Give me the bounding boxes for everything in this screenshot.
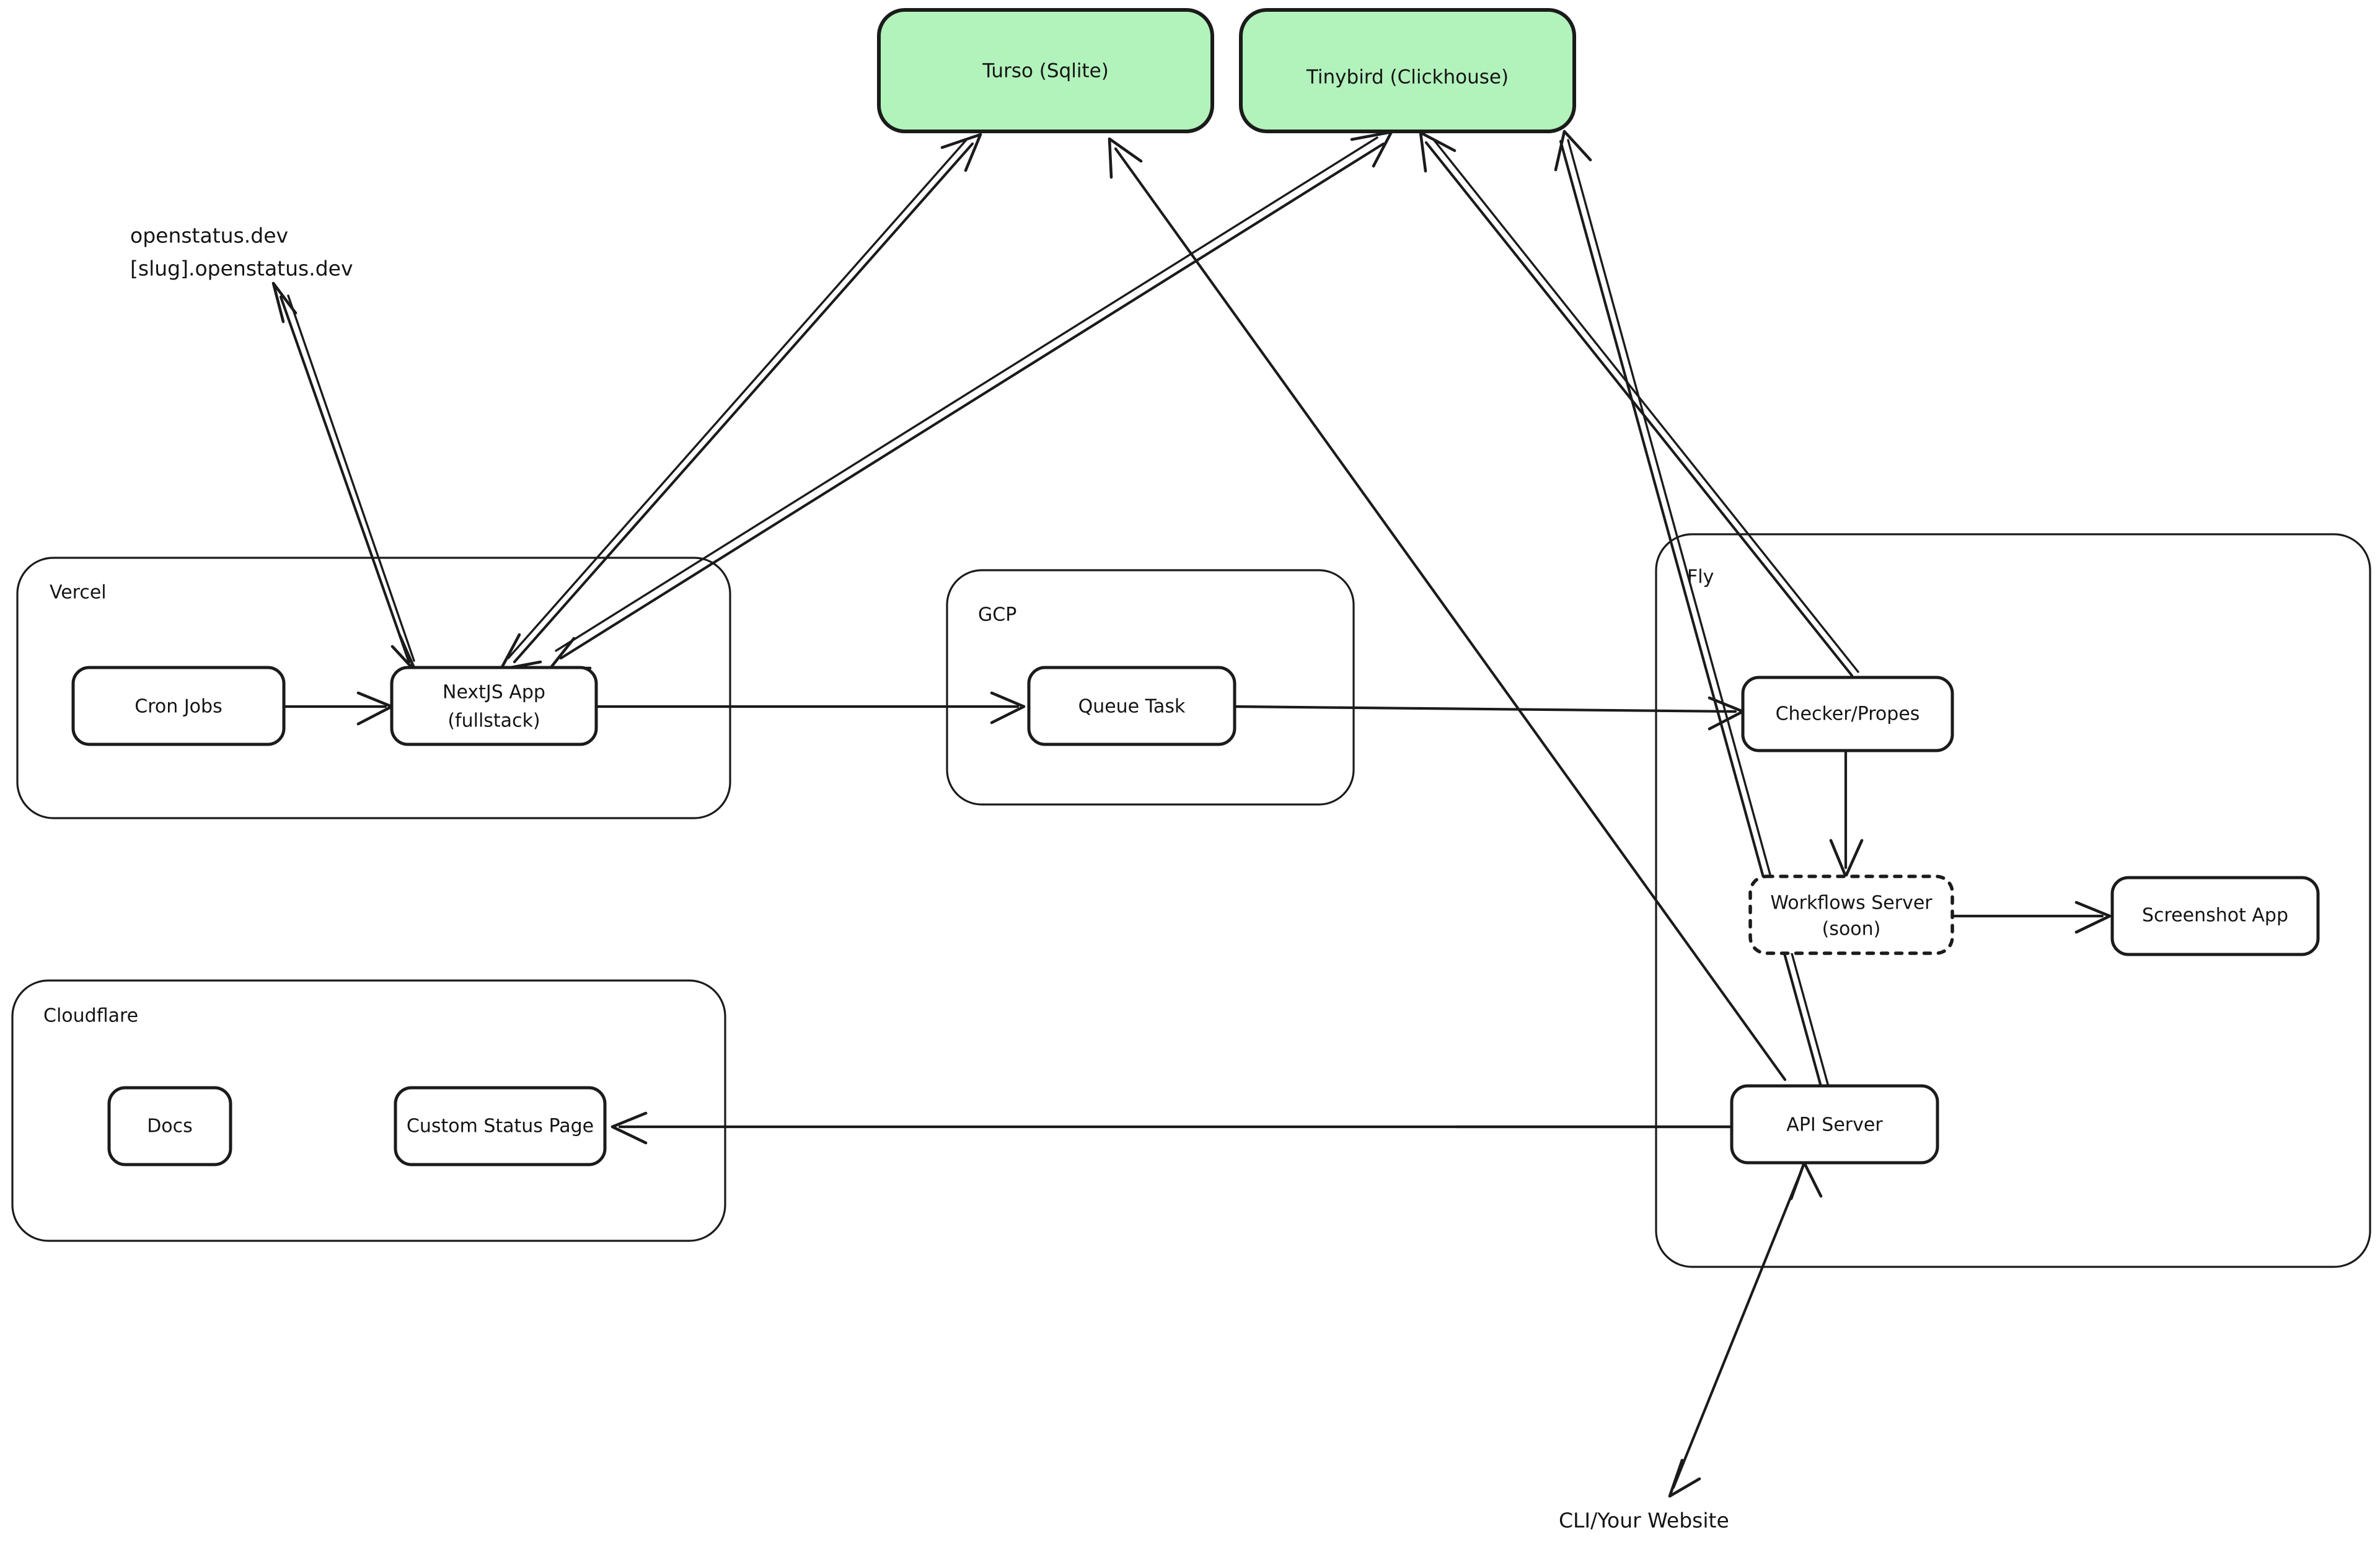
node-docs[interactable]: Docs — [107, 1086, 232, 1166]
node-nextjs-app-label-line1: NextJS App — [443, 682, 545, 703]
edge-queue-to-checker — [1233, 696, 1745, 731]
node-queue-task[interactable]: Queue Task — [1027, 666, 1236, 746]
node-tinybird-label: Tinybird (Clickhouse) — [1306, 66, 1509, 89]
node-nextjs-app-label-line2: (fullstack) — [447, 710, 540, 732]
node-nextjs-app-rect[interactable] — [390, 666, 598, 746]
node-custom-status-page-label: Custom Status Page — [407, 1116, 594, 1137]
edge-checker-to-workflows — [1829, 749, 1864, 878]
node-checker-propes[interactable]: Checker/Propes — [1741, 676, 1954, 752]
group-cloudflare-outline — [11, 979, 726, 1242]
node-workflows-server[interactable]: Workflows Server (soon) — [1748, 875, 1954, 955]
node-checker-propes-rect[interactable] — [1741, 676, 1954, 752]
node-custom-status-page-rect[interactable] — [394, 1086, 607, 1166]
edge-nextjs-to-domains — [271, 281, 418, 674]
node-checker-propes-label: Checker/Propes — [1776, 703, 1920, 725]
node-screenshot-app-rect[interactable] — [2110, 876, 2320, 956]
label-domain-wildcard: [slug].openstatus.dev — [130, 257, 353, 281]
node-nextjs-app[interactable]: NextJS App (fullstack) — [390, 666, 598, 746]
group-gcp-label: GCP — [978, 604, 1016, 626]
node-cron-jobs-label: Cron Jobs — [134, 696, 222, 718]
node-workflows-server-label-line1: Workflows Server — [1770, 892, 1933, 914]
node-tinybird-rect[interactable] — [1239, 8, 1576, 133]
edge-workflows-to-screenshot — [1952, 901, 2112, 934]
node-screenshot-app-label: Screenshot App — [2142, 905, 2288, 927]
edge-nextjs-to-turso — [499, 133, 982, 671]
node-cron-jobs[interactable]: Cron Jobs — [71, 666, 286, 746]
node-tinybird[interactable]: Tinybird (Clickhouse) — [1239, 8, 1576, 133]
group-fly-label: Fly — [1687, 566, 1714, 588]
node-workflows-server-rect[interactable] — [1748, 875, 1954, 955]
node-api-server[interactable]: API Server — [1730, 1084, 1939, 1165]
node-queue-task-rect[interactable] — [1027, 666, 1236, 746]
node-turso-rect[interactable] — [877, 8, 1214, 133]
node-docs-label: Docs — [147, 1116, 193, 1137]
edge-apiserver-to-turso — [1108, 137, 1787, 1082]
node-api-server-rect[interactable] — [1730, 1084, 1939, 1165]
group-gcp-outline — [946, 569, 1355, 806]
node-screenshot-app[interactable]: Screenshot App — [2110, 876, 2320, 956]
edge-checker-to-tinybird — [1419, 131, 1859, 677]
label-cli-your-website: CLI/Your Website — [1559, 1509, 1729, 1533]
group-vercel-label: Vercel — [50, 582, 107, 604]
label-domains: openstatus.dev [slug].openstatus.dev — [130, 224, 353, 281]
node-cron-jobs-rect[interactable] — [71, 666, 286, 746]
edge-cron-to-nextjs — [283, 691, 394, 726]
edge-nextjs-to-tinybird — [549, 130, 1393, 670]
group-cloudflare: Cloudflare — [11, 979, 726, 1242]
group-gcp: GCP — [946, 569, 1355, 806]
node-custom-status-page[interactable]: Custom Status Page — [394, 1086, 607, 1166]
group-cloudflare-label: Cloudflare — [43, 1005, 138, 1027]
node-turso-label: Turso (Sqlite) — [982, 60, 1109, 82]
node-turso[interactable]: Turso (Sqlite) — [877, 8, 1214, 133]
node-docs-rect[interactable] — [107, 1086, 232, 1166]
edge-nextjs-to-queue — [594, 691, 1026, 725]
label-client: CLI/Your Website — [1559, 1509, 1729, 1533]
node-api-server-label: API Server — [1786, 1114, 1883, 1136]
label-domain-primary: openstatus.dev — [130, 224, 288, 248]
edge-client-to-apiserver — [1668, 1161, 1823, 1498]
node-workflows-server-label-line2: (soon) — [1822, 919, 1881, 940]
node-queue-task-label: Queue Task — [1078, 696, 1186, 718]
